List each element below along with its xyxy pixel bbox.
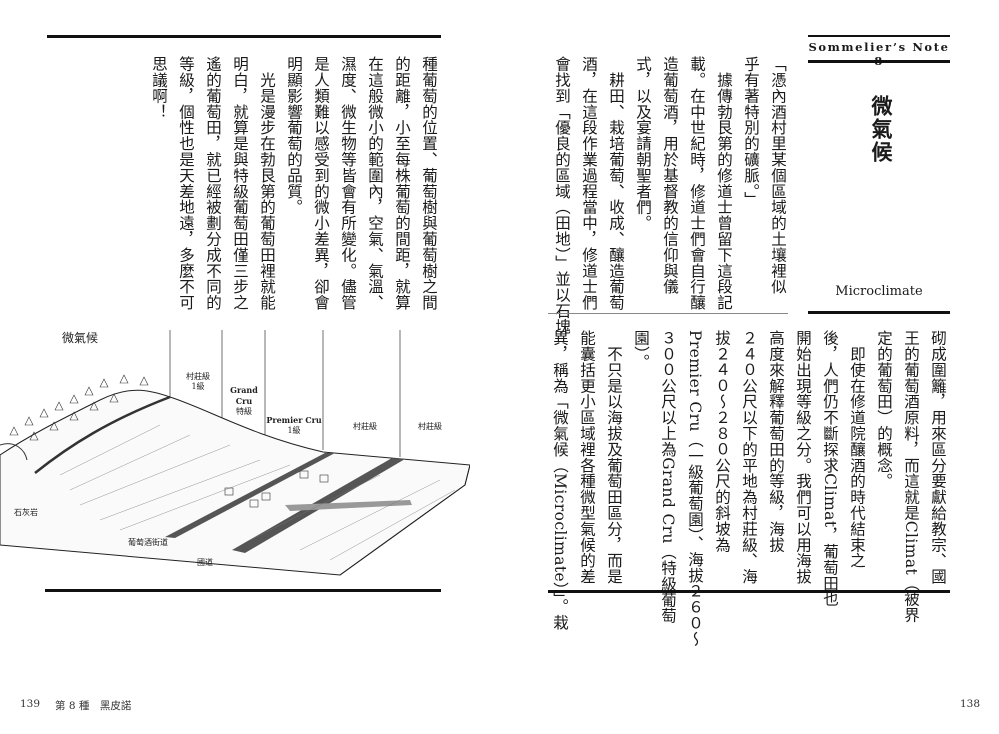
text-column: 等級，個性也是天差地遠，多麼不可 [177,56,195,311]
text-column: 明顯影響葡萄的品質。 [285,56,303,215]
zone-name: Grand Cru [230,385,258,406]
sidebar-header-rule [808,60,950,63]
right-body-text-top: 「憑內酒村里某個區域的土壤裡似乎有著特別的礦脈。」 據傳勃艮第的修道士曾留下這段… [548,56,791,335]
bottom-rule-right [548,590,950,593]
running-head: 第 8 種 黑皮諾 [55,700,132,712]
text-column: 種葡萄的位置、葡萄樹與葡萄樹之間 [420,56,438,311]
text-column: 遙的葡萄田，就已經被劃分成不同的 [204,56,222,311]
text-column: 造葡萄酒，用於基督教的信仰與儀 [661,56,679,295]
text-column: 式，以及宴請朝聖者們。 [634,56,652,231]
text-column: 乎有著特別的礦脈。」 [742,56,760,208]
zone-label-village-2: 村莊級 [353,422,377,431]
zone-label-village-3: 村莊級 [418,422,442,431]
zone-grade: 特級 [236,407,252,416]
text-column: 思議啊！ [150,56,168,120]
text-column: 能囊括更小區域裡各種微型氣候的差 [578,330,596,585]
zone-grade: 1級 [191,382,205,391]
label-wine-road: 葡萄酒街道 [128,538,168,547]
top-rule-left [47,35,441,38]
sidebar-subtitle: Microclimate [835,284,923,299]
text-column: 園）。 [632,330,650,370]
page-number-right: 138 [960,698,981,710]
text-column: 砌成圍籬，用來區分要獻給教宗、國 [929,330,947,585]
text-column: Premier Cru（一級葡萄園）、海拔２６０～ [686,330,704,647]
text-column: 據傳勃艮第的修道士曾留下這段記 [715,56,733,311]
text-column: ２４０公尺以下的平地為村莊級、海 [740,330,758,585]
zone-name: 村莊級 [186,372,210,381]
sidebar-bottom-rule [808,311,950,314]
diagram-title: 微氣候 [62,331,99,345]
left-body-text: 種葡萄的位置、葡萄樹與葡萄樹之間的距離，小至每株葡萄的間距，就算在這般微小的範圍… [137,56,442,311]
text-column: 即使在修道院釀酒的時代結束之 [848,330,866,569]
text-column: 酒，在這段作業過程當中，修道士們 [580,56,598,311]
text-column: 是人類難以感受到的微小差異，卻會 [312,56,330,311]
zone-name: Premier Cru [266,415,322,425]
text-column: 異，稱為「微氣候（Microclimate）」。栽 [551,330,569,631]
text-column: ３００公尺以上為Grand Cru（特級葡萄 [659,330,677,624]
text-column: 王的葡萄酒原料，而這就是Climat（被界 [902,330,920,623]
section-divider [548,313,788,314]
text-column: 明白，就算是與特級葡萄田僅三步之 [231,56,249,311]
text-column: 在這般微小的範圍內，空氣、氣溫、 [366,56,384,311]
text-column: 定的葡萄田）的概念。 [875,330,893,489]
page-number-left: 139 [20,698,41,710]
text-column: 光是漫步在勃艮第的葡萄田裡就能 [258,56,276,311]
text-column: 會找到「優良的區域（田地）」並以石塊 [553,56,571,335]
text-column: 不只是以海拔及葡萄田區分，而是 [605,330,623,585]
text-column: 拔２４０～２８０公尺的斜坡為 [713,330,731,553]
sidebar-series-label: Sommelier’s Note 8 [808,40,950,68]
vineyard-illustration [0,330,471,576]
sidebar-title: 微氣候 [869,95,894,164]
bottom-rule-left [45,589,441,592]
text-column: 載。在中世紀時，修道士們會自行釀 [688,56,706,311]
text-column: 後，人們仍不斷探求Climat，葡萄田也 [821,330,839,607]
zone-grade: 1級 [287,426,301,435]
text-column: 的距離，小至每株葡萄的間距，就算 [393,56,411,311]
text-column: 高度來解釋葡萄田的等級，海拔 [767,330,785,553]
text-column: 濕度、微生物等皆會有所變化。儘管 [339,56,357,311]
right-body-text-bottom: 砌成圍籬，用來區分要獻給教宗、國王的葡萄酒原料，而這就是Climat（被界定的葡… [546,330,951,647]
sidebar-top-rule [808,35,950,37]
label-national-road: 國道 [197,558,213,567]
text-column: 開始出現等級之分。我們可以用海拔 [794,330,812,585]
text-column: 耕田、栽培葡萄、收成、釀造葡萄 [607,56,625,311]
label-limestone: 石灰岩 [14,508,38,517]
text-column: 「憑內酒村里某個區域的土壤裡似 [769,56,787,295]
